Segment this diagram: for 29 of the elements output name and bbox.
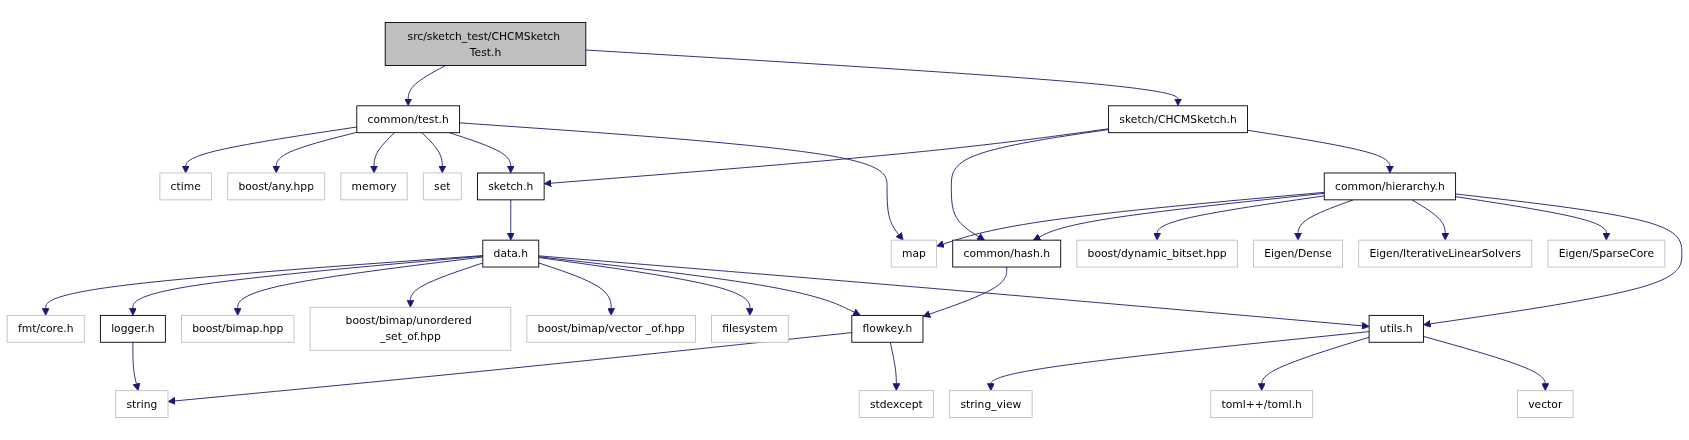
node-box: Eigen/IterativeLinearSolvers bbox=[1358, 239, 1533, 268]
node-box: boost/bimap/unordered _set_of.hpp bbox=[309, 306, 512, 351]
node-box: common/test.h bbox=[356, 105, 461, 134]
node-box: src/sketch_test/CHCMSketch Test.h bbox=[384, 22, 587, 66]
node-box: common/hash.h bbox=[952, 239, 1062, 268]
node-box: boost/bimap.hpp bbox=[181, 314, 295, 343]
node-box: boost/dynamic_bitset.hpp bbox=[1076, 239, 1238, 268]
node-box: string bbox=[115, 390, 169, 418]
node-box: sketch.h bbox=[476, 172, 545, 201]
node-box: logger.h bbox=[99, 314, 166, 343]
node-box: common/hierarchy.h bbox=[1323, 172, 1457, 201]
node-box: boost/any.hpp bbox=[227, 172, 326, 201]
node-box: set bbox=[422, 172, 462, 201]
node-box: ctime bbox=[159, 172, 213, 201]
node-box: vector bbox=[1517, 390, 1574, 418]
node-box: string_view bbox=[949, 390, 1033, 418]
node-box: Eigen/SparseCore bbox=[1547, 239, 1666, 268]
node-box: toml++/toml.h bbox=[1210, 390, 1314, 418]
node-box: map bbox=[890, 239, 938, 268]
node-box: data.h bbox=[482, 239, 540, 268]
node-box: flowkey.h bbox=[851, 314, 924, 343]
node-box: boost/bimap/vector _of.hpp bbox=[526, 314, 696, 343]
node-box: fmt/core.h bbox=[6, 314, 85, 343]
node-box: Eigen/Dense bbox=[1253, 239, 1343, 268]
node-box: memory bbox=[340, 172, 408, 201]
node-box: filesystem bbox=[711, 314, 789, 343]
node-box: utils.h bbox=[1368, 314, 1424, 343]
node-box: sketch/CHCMSketch.h bbox=[1108, 105, 1248, 134]
node-box: stdexcept bbox=[858, 390, 934, 418]
